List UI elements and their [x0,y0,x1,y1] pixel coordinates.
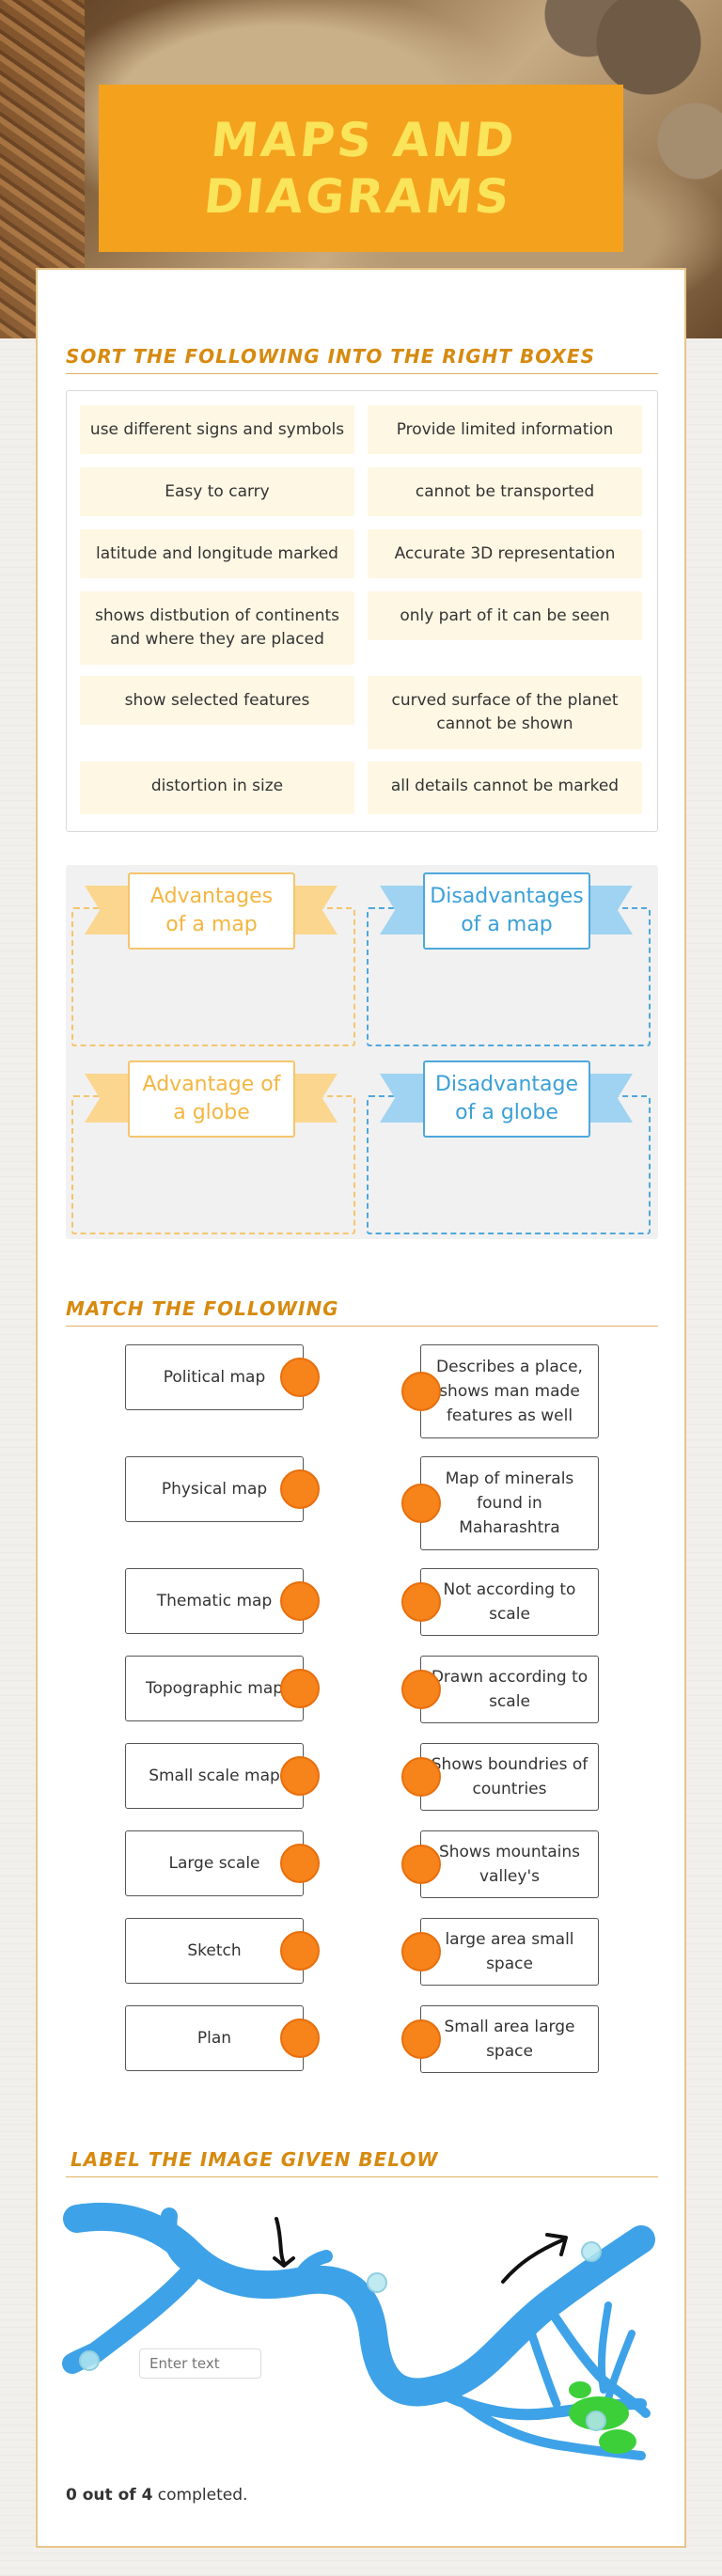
draggable-chip[interactable]: all details cannot be marked [368,762,642,814]
content-card: Sort the following into the right boxes … [36,268,686,2548]
sort-section-heading: Sort the following into the right boxes [66,345,595,368]
label-hotspot[interactable] [367,2272,387,2293]
title-banner: Maps and Diagrams [99,85,623,252]
draggable-chip[interactable]: curved surface of the planet cannot be s… [368,676,642,749]
label-heading-divider [66,2176,658,2177]
draggable-chip[interactable]: Provide limited information [368,405,642,454]
match-left-connector[interactable] [280,1756,320,1796]
draggable-chip[interactable]: only part of it can be seen [368,591,642,640]
match-left-connector[interactable] [280,1358,320,1397]
match-left-connector[interactable] [280,1931,320,1971]
draggable-chip[interactable]: distortion in size [80,762,354,814]
sort-heading-divider [66,373,658,374]
progress-status: 0 out of 4 completed. [66,2486,247,2505]
match-left-item: Sketch [125,1918,304,1984]
match-left-item: Topographic map [125,1656,304,1721]
match-left-item: Thematic map [125,1568,304,1634]
zone-label-advantage-globe: Advantage of a globe [128,1060,295,1138]
match-left-item: Physical map [125,1456,304,1522]
match-left-connector[interactable] [280,1581,320,1621]
zone-label-disadvantages-map: Disadvantages of a map [423,872,590,950]
match-left-item: Political map [125,1344,304,1410]
match-right-connector[interactable] [401,1670,441,1709]
match-right-connector[interactable] [401,1582,441,1622]
draggable-chip[interactable]: shows distbution of continents and where… [80,591,354,665]
match-right-connector[interactable] [401,1757,441,1797]
label-hotspot[interactable] [586,2411,606,2431]
match-right-item: Drawn according to scale [420,1656,599,1723]
label-text-input[interactable] [139,2348,261,2379]
sort-items-container: use different signs and symbols Provide … [66,390,658,832]
zone-label-advantages-map: Advantages of a map [128,872,295,950]
drop-zones-area: Advantages of a map Disadvantages of a m… [66,865,658,1239]
match-left-item: Plan [125,2005,304,2071]
match-left-connector[interactable] [280,2018,320,2058]
match-right-item: Map of minerals found in Maharashtra [420,1456,599,1550]
match-right-connector[interactable] [401,1932,441,1971]
match-right-item: Describes a place, shows man made featur… [420,1344,599,1438]
match-right-connector[interactable] [401,2019,441,2059]
match-right-connector[interactable] [401,1845,441,1884]
match-right-item: Shows boundries of countries [420,1743,599,1811]
match-left-connector[interactable] [280,1469,320,1509]
draggable-chip[interactable]: show selected features [80,676,354,725]
label-section-heading: Label the image given below [71,2148,439,2171]
draggable-chip[interactable]: Easy to carry [80,467,354,516]
river-diagram-svg [62,2202,655,2460]
match-left-item: Large scale [125,1830,304,1896]
match-right-item: Shows mountains valley's [420,1830,599,1898]
match-right-item: large area small space [420,1918,599,1986]
label-hotspot[interactable] [581,2241,602,2262]
match-right-connector[interactable] [401,1484,441,1523]
match-right-item: Small area large space [420,2005,599,2073]
label-hotspot[interactable] [79,2350,100,2371]
match-left-connector[interactable] [280,1844,320,1883]
draggable-chip[interactable]: latitude and longitude marked [80,529,354,578]
page-title: Maps and Diagrams [201,113,520,224]
river-diagram [58,2202,669,2484]
draggable-chip[interactable]: Accurate 3D representation [368,529,642,578]
draggable-chip[interactable]: cannot be transported [368,467,642,516]
match-left-connector[interactable] [280,1669,320,1708]
progress-suffix: completed. [152,2486,248,2505]
match-right-item: Not according to scale [420,1568,599,1636]
match-right-connector[interactable] [401,1372,441,1411]
match-left-item: Small scale map [125,1743,304,1809]
zone-label-disadvantage-globe: Disadvantage of a globe [423,1060,590,1138]
match-section-heading: Match the following [66,1297,339,1320]
match-heading-divider [66,1326,658,1327]
draggable-chip[interactable]: use different signs and symbols [80,405,354,454]
progress-count: 0 out of 4 [66,2486,153,2505]
